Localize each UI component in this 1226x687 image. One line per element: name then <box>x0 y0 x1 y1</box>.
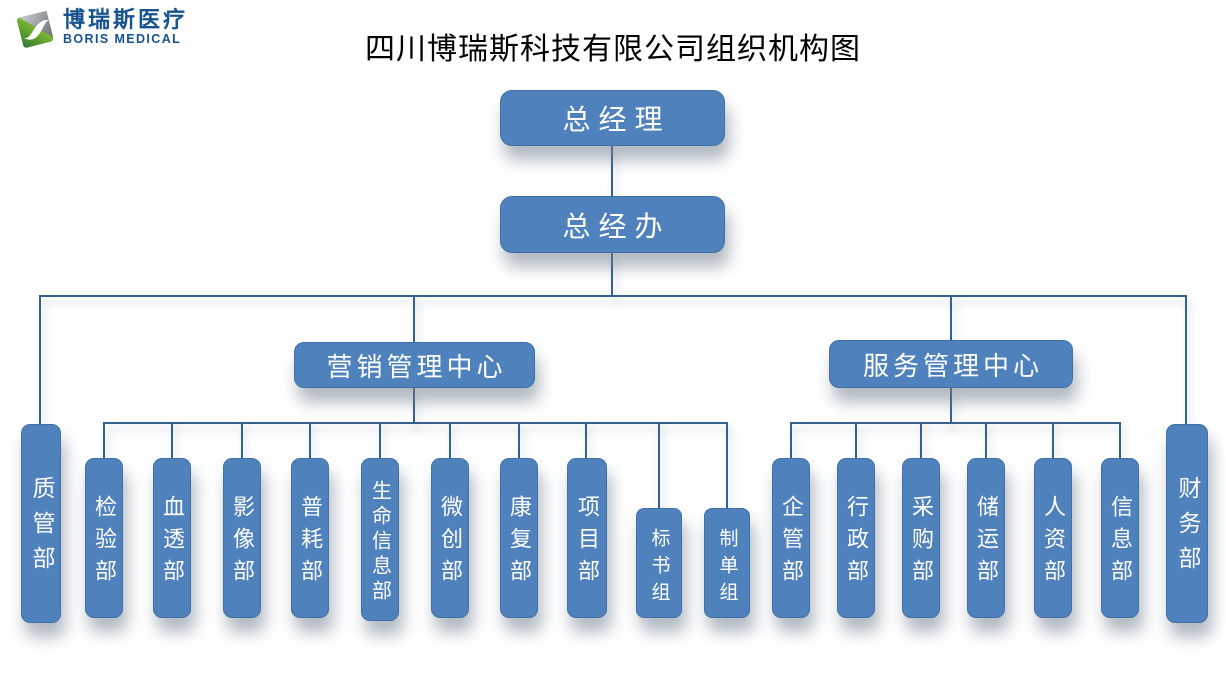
inspection-dept-node: 检验部 <box>85 458 123 618</box>
brand-name-cn: 博瑞斯医疗 <box>63 7 189 32</box>
connector-line <box>658 422 660 508</box>
minimally-invasive-dept-node: 微创部 <box>431 458 469 618</box>
connector-line <box>449 422 451 458</box>
connector-line <box>920 422 922 458</box>
connector-line <box>950 295 952 340</box>
connector-line <box>241 422 243 458</box>
project-dept-node: 项目部 <box>567 458 607 618</box>
connector-line <box>585 422 587 458</box>
imaging-dept-node: 影像部 <box>223 458 261 618</box>
boris-logo-icon <box>17 10 54 48</box>
enterprise-mgmt-dept-node: 企管部 <box>772 458 810 618</box>
rehabilitation-dept-node: 康复部 <box>500 458 538 618</box>
connector-line <box>611 146 613 196</box>
connector-line <box>985 422 987 458</box>
consumables-dept-node: 普耗部 <box>291 458 329 618</box>
connector-line <box>950 388 952 423</box>
connector-line <box>790 422 792 458</box>
connector-line <box>413 295 415 342</box>
finance-dept-node: 财务部 <box>1166 424 1208 623</box>
connector-line <box>1119 422 1121 458</box>
general-manager-node: 总经理 <box>500 90 725 146</box>
order-making-group-node: 制单组 <box>704 508 750 618</box>
connector-line <box>103 422 105 458</box>
hemodialysis-dept-node: 血透部 <box>153 458 191 618</box>
administration-dept-node: 行政部 <box>837 458 875 618</box>
brand-name-en: BORIS MEDICAL <box>63 32 182 46</box>
page-title: 四川博瑞斯科技有限公司组织机构图 <box>365 33 861 66</box>
gm-office-node: 总经办 <box>500 196 725 253</box>
brand-logo: 博瑞斯医疗 BORIS MEDICAL <box>12 5 188 53</box>
marketing-center-node: 营销管理中心 <box>294 342 535 388</box>
connector-line <box>611 253 613 297</box>
bidding-group-node: 标书组 <box>636 508 682 618</box>
service-center-node: 服务管理中心 <box>829 340 1073 388</box>
quality-dept-node: 质管部 <box>21 424 61 623</box>
information-dept-node: 信息部 <box>1101 458 1139 618</box>
human-resources-dept-node: 人资部 <box>1034 458 1072 618</box>
connector-line <box>171 422 173 458</box>
connector-line <box>379 422 381 458</box>
connector-line <box>1052 422 1054 458</box>
connector-line <box>855 422 857 458</box>
storage-transport-dept-node: 储运部 <box>967 458 1005 618</box>
connector-line <box>518 422 520 458</box>
connector-line <box>40 295 1187 297</box>
connector-line <box>309 422 311 458</box>
connector-line <box>104 422 728 424</box>
connector-line <box>726 422 728 508</box>
procurement-dept-node: 采购部 <box>902 458 940 618</box>
connector-line <box>413 388 415 423</box>
connector-line <box>39 295 41 424</box>
connector-line <box>1185 295 1187 424</box>
life-information-dept-node: 生命信息部 <box>361 458 399 621</box>
connector-line <box>791 422 1121 424</box>
